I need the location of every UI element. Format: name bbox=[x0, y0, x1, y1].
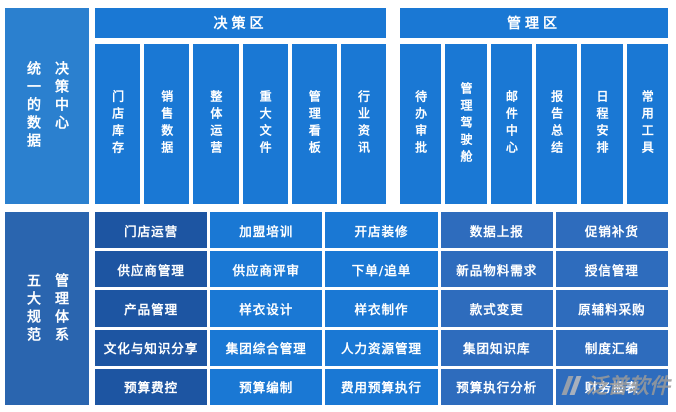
grid-cell: 样衣制作 bbox=[325, 290, 438, 327]
management-column-label: 常用工具 bbox=[640, 90, 655, 158]
grid-cell: 预算执行分析 bbox=[440, 368, 553, 405]
management-column-mail-center: 邮件中心 bbox=[490, 44, 532, 204]
decision-column-label: 行业资讯 bbox=[356, 90, 371, 158]
management-column-schedule: 日程安排 bbox=[581, 44, 623, 204]
grid-cell: 费用预算执行 bbox=[325, 368, 438, 405]
management-zone-header: 管理区 bbox=[400, 8, 668, 38]
management-column-common-tools: 常用工具 bbox=[626, 44, 668, 204]
management-column-report-summary: 报告总结 bbox=[535, 44, 578, 204]
management-column-label: 邮件中心 bbox=[504, 90, 519, 158]
grid-cell: 产品管理 bbox=[95, 290, 208, 327]
grid-cell: 人力资源管理 bbox=[325, 329, 438, 366]
grid-cell: 集团综合管理 bbox=[210, 329, 323, 366]
management-column-pending-approval: 待办审批 bbox=[400, 44, 442, 204]
grid-cell: 数据上报 bbox=[440, 212, 553, 249]
decision-column-label: 管理看板 bbox=[307, 90, 322, 158]
grid-cell: 授信管理 bbox=[555, 251, 668, 288]
management-column-label: 管理驾驶舱 bbox=[458, 81, 473, 167]
grid-cell: 供应商管理 bbox=[95, 251, 208, 288]
management-zone-columns: 待办审批 管理驾驶舱 邮件中心 报告总结 日程安排 常用工具 bbox=[400, 44, 668, 204]
decision-column-sales-data: 销售数据 bbox=[144, 44, 190, 204]
management-column-label: 日程安排 bbox=[594, 90, 609, 158]
decision-column-label: 门店库存 bbox=[110, 90, 125, 158]
decision-zone-title: 决策区 bbox=[213, 16, 268, 32]
decision-column-label: 整体运营 bbox=[208, 90, 223, 158]
grid-cell: 预算编制 bbox=[210, 368, 323, 405]
grid-cell: 原辅料采购 bbox=[555, 290, 668, 327]
decision-column-overall-operations: 整体运营 bbox=[193, 44, 239, 204]
management-column-label: 待办审批 bbox=[413, 90, 428, 158]
decision-column-store-inventory: 门店库存 bbox=[95, 44, 141, 204]
five-standards-panel: 五大规范 管理体系 bbox=[5, 212, 89, 405]
watermark-text: 泛普软件 bbox=[586, 374, 670, 398]
watermark: 泛普软件 bbox=[563, 370, 670, 400]
decision-column-label: 重大文件 bbox=[258, 90, 273, 158]
decision-zone-columns: 门店库存 销售数据 整体运营 重大文件 管理看板 行业资讯 bbox=[95, 44, 387, 204]
grid-cell: 开店装修 bbox=[325, 212, 438, 249]
decision-column-label: 销售数据 bbox=[159, 90, 174, 158]
grid-cell: 新品物料需求 bbox=[440, 251, 553, 288]
grid-cell: 供应商评审 bbox=[210, 251, 323, 288]
grid-cell: 样衣设计 bbox=[210, 290, 323, 327]
grid-cell: 下单/追单 bbox=[325, 251, 438, 288]
standards-grid: 门店运营 加盟培训 开店装修 数据上报 促销补货 供应商管理 供应商评审 下单/… bbox=[95, 212, 668, 405]
grid-cell: 预算费控 bbox=[95, 368, 208, 405]
management-column-label: 报告总结 bbox=[549, 90, 564, 158]
decision-zone-header: 决策区 bbox=[95, 8, 386, 38]
watermark-logo-icon bbox=[563, 376, 581, 395]
unified-data-center-panel: 统一的数据 决策中心 bbox=[5, 8, 89, 204]
grid-cell: 促销补货 bbox=[555, 212, 668, 249]
grid-cell: 加盟培训 bbox=[210, 212, 323, 249]
decision-column-major-documents: 重大文件 bbox=[242, 44, 288, 204]
grid-cell: 集团知识库 bbox=[440, 329, 553, 366]
grid-cell: 门店运营 bbox=[95, 212, 208, 249]
management-zone-title: 管理区 bbox=[507, 16, 561, 32]
unified-data-center-label: 统一的数据 决策中心 bbox=[25, 61, 69, 151]
decision-column-industry-news: 行业资讯 bbox=[340, 44, 387, 204]
management-column-cockpit: 管理驾驶舱 bbox=[445, 44, 487, 204]
grid-cell: 制度汇编 bbox=[555, 329, 668, 366]
decision-column-management-dashboard: 管理看板 bbox=[291, 44, 337, 204]
grid-cell: 款式变更 bbox=[440, 290, 553, 327]
five-standards-label: 五大规范 管理体系 bbox=[25, 272, 69, 345]
grid-cell: 文化与知识分享 bbox=[95, 329, 208, 366]
